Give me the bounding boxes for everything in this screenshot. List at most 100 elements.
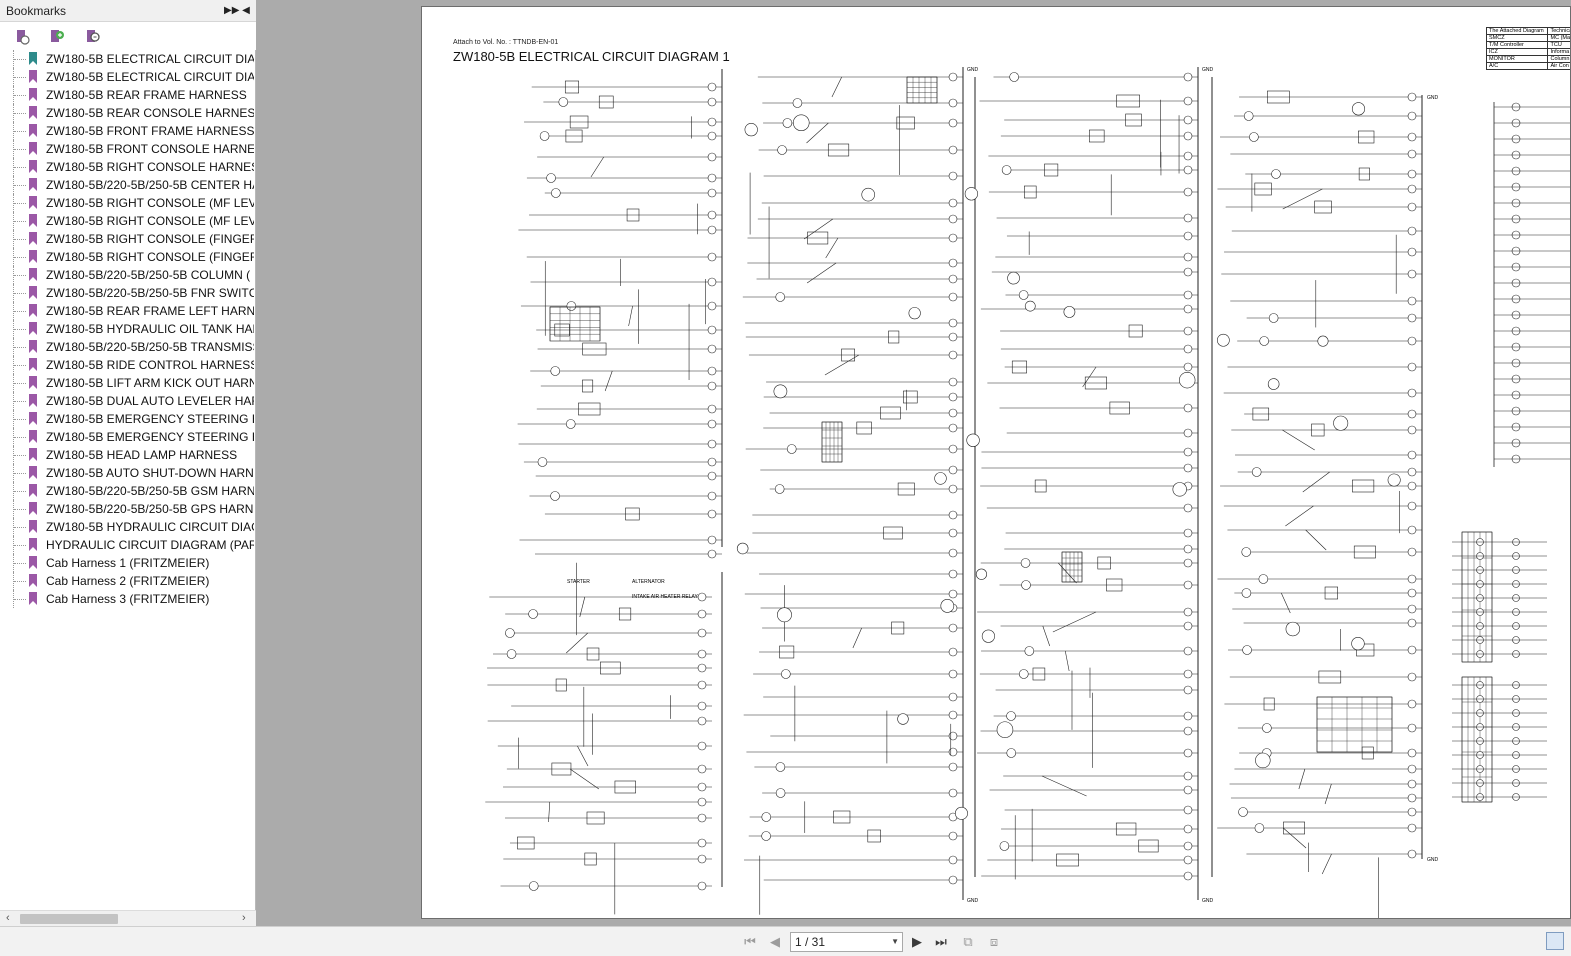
fit-width-icon[interactable]: ⧈ xyxy=(989,934,999,949)
wire xyxy=(824,354,860,376)
bookmark-item[interactable]: ZW180-5B EMERGENCY STEERING HARNESS xyxy=(0,410,256,428)
bookmark-item[interactable]: ZW180-5B/220-5B/250-5B CENTER HARNESS xyxy=(0,176,256,194)
terminal xyxy=(697,764,707,774)
bookmark-item[interactable]: ZW180-5B ELECTRICAL CIRCUIT DIAGRAM 1 xyxy=(0,50,256,68)
bookmark-item[interactable]: ZW180-5B REAR FRAME HARNESS xyxy=(0,86,256,104)
fit-page-icon[interactable]: ⧉ xyxy=(963,934,973,949)
terminal xyxy=(1351,102,1366,116)
find-bookmark-icon[interactable] xyxy=(84,28,102,46)
bookmark-item[interactable]: ZW180-5B AUTO SHUT-DOWN HARNESS xyxy=(0,464,256,482)
bookmark-icon xyxy=(29,448,37,461)
terminal xyxy=(551,188,561,198)
bookmark-item[interactable]: ZW180-5B LIFT ARM KICK OUT HARNESS xyxy=(0,374,256,392)
bookmark-label: ZW180-5B REAR CONSOLE HARNESS xyxy=(46,106,254,120)
terminal xyxy=(1407,296,1417,306)
bookmark-item[interactable]: ZW180-5B ELECTRICAL CIRCUIT DIAGRAM 2 xyxy=(0,68,256,86)
info-table-cell: MC (Ma xyxy=(1547,34,1570,42)
add-bookmark-icon[interactable] xyxy=(48,28,66,46)
bookmark-item[interactable]: ZW180-5B/220-5B/250-5B TRANSMISSION xyxy=(0,338,256,356)
bookmark-item[interactable]: ZW180-5B RIGHT CONSOLE (FINGERTIP) xyxy=(0,230,256,248)
bookmark-item[interactable]: Cab Harness 1 (FRITZMEIER) xyxy=(0,554,256,572)
terminal xyxy=(1407,525,1417,535)
scroll-right-icon[interactable]: › xyxy=(242,912,246,924)
bookmark-item[interactable]: ZW180-5B REAR FRAME LEFT HARNESS xyxy=(0,302,256,320)
bookmark-icon xyxy=(29,304,37,317)
next-page-icon[interactable]: ▶ xyxy=(912,934,922,949)
previous-page-icon[interactable]: ◀ xyxy=(770,934,780,949)
component xyxy=(1252,407,1270,421)
bookmark-icon xyxy=(29,286,37,299)
terminal xyxy=(1183,685,1193,695)
terminal xyxy=(697,649,707,659)
single-page-view-icon[interactable] xyxy=(1546,932,1564,950)
terminal xyxy=(1268,313,1279,323)
bookmark-item[interactable]: ZW180-5B FRONT FRAME HARNESS xyxy=(0,122,256,140)
bookmark-item[interactable]: ZW180-5B RIGHT CONSOLE (MF LEVER) xyxy=(0,212,256,230)
terminal xyxy=(1183,115,1193,125)
first-page-icon[interactable]: ⏮ xyxy=(744,934,756,949)
page-dropdown-icon[interactable]: ▼ xyxy=(891,937,899,946)
terminal xyxy=(1183,165,1193,175)
bookmark-item[interactable]: ZW180-5B HYDRAULIC CIRCUIT DIAGRAM xyxy=(0,518,256,536)
terminal xyxy=(948,258,958,268)
terminal xyxy=(1183,824,1193,834)
info-table-cell: MONITOR xyxy=(1485,55,1549,63)
bookmark-label: ZW180-5B RIGHT CONSOLE (MF LEVER) xyxy=(46,214,254,228)
component xyxy=(1106,578,1123,592)
bookmark-item[interactable]: ZW180-5B REAR CONSOLE HARNESS xyxy=(0,104,256,122)
terminal xyxy=(1183,748,1193,758)
last-page-icon[interactable]: ⏭ xyxy=(935,934,947,949)
page-indicator: 1 / 31 xyxy=(795,935,826,949)
terminal xyxy=(1285,621,1301,637)
bookmark-item[interactable]: ZW180-5B/220-5B/250-5B COLUMN ( xyxy=(0,266,256,284)
component xyxy=(891,621,905,635)
wire xyxy=(1282,188,1323,210)
bookmark-item[interactable]: Cab Harness 3 (FRITZMEIER) xyxy=(0,590,256,608)
terminal xyxy=(1183,72,1193,82)
info-table-cell: Informa xyxy=(1547,48,1570,56)
wire xyxy=(803,218,834,240)
navigation-bar: ⏮ ◀ 1 / 31 ▼ ▶ ⏭ ⧉ ⧈ xyxy=(0,926,1571,956)
component xyxy=(896,116,915,130)
bookmark-item[interactable]: ZW180-5B EMERGENCY STEERING HARNESS xyxy=(0,428,256,446)
bookmark-item[interactable]: ZW180-5B HEAD LAMP HARNESS xyxy=(0,446,256,464)
bookmark-item[interactable]: ZW180-5B/220-5B/250-5B GPS HARNESS xyxy=(0,500,256,518)
bookmark-item[interactable]: ZW180-5B/220-5B/250-5B FNR SWITCH xyxy=(0,284,256,302)
bookmark-item[interactable]: ZW180-5B RIGHT CONSOLE (MF LEVER) xyxy=(0,194,256,212)
terminal xyxy=(707,325,717,335)
terminal xyxy=(550,366,561,376)
bookmark-label: Cab Harness 2 (FRITZMEIER) xyxy=(46,574,210,588)
bookmark-item[interactable]: ZW180-5B HYDRAULIC OIL TANK HARNESS xyxy=(0,320,256,338)
terminal xyxy=(955,806,968,820)
bookmark-item[interactable]: ZW180-5B FRONT CONSOLE HARNESS xyxy=(0,140,256,158)
terminal xyxy=(964,187,979,201)
bookmark-item[interactable]: ZW180-5B DUAL AUTO LEVELER HARNESS xyxy=(0,392,256,410)
bookmark-icon xyxy=(29,232,37,245)
bookmark-icon xyxy=(29,430,37,443)
tree-connector xyxy=(13,518,27,536)
component xyxy=(626,208,640,222)
scrollbar-thumb[interactable] xyxy=(20,914,118,924)
document-area[interactable]: Attach to Vol. No. : TTNDB-EN-01 ZW180-5… xyxy=(257,0,1571,926)
collapse-panel-icon[interactable]: ◀ xyxy=(242,5,250,16)
scroll-left-icon[interactable]: ‹ xyxy=(6,912,10,924)
bookmark-item[interactable]: ZW180-5B RIGHT CONSOLE HARNESS xyxy=(0,158,256,176)
bookmark-item[interactable]: HYDRAULIC CIRCUIT DIAGRAM (PARALLEL) xyxy=(0,536,256,554)
wire xyxy=(1058,562,1077,584)
expand-panel-icon[interactable]: ▶▶ xyxy=(224,5,240,16)
terminal xyxy=(1007,271,1020,285)
terminal xyxy=(506,649,517,659)
terminal xyxy=(948,855,958,865)
component xyxy=(888,330,900,344)
terminal xyxy=(948,484,958,494)
bookmark-item[interactable]: Cab Harness 2 (FRITZMEIER) xyxy=(0,572,256,590)
bookmark-icon xyxy=(29,70,37,83)
page-number-input[interactable]: 1 / 31 ▼ xyxy=(790,932,903,952)
bookmark-options-icon[interactable] xyxy=(14,28,32,46)
bookmark-item[interactable]: ZW180-5B/220-5B/250-5B GSM HARNESS xyxy=(0,482,256,500)
bookmark-item[interactable]: ZW180-5B RIDE CONTROL HARNESS xyxy=(0,356,256,374)
bookmark-horizontal-scrollbar[interactable]: ‹ › xyxy=(0,910,256,926)
bookmark-item[interactable]: ZW180-5B RIGHT CONSOLE (FINGERTIP) xyxy=(0,248,256,266)
